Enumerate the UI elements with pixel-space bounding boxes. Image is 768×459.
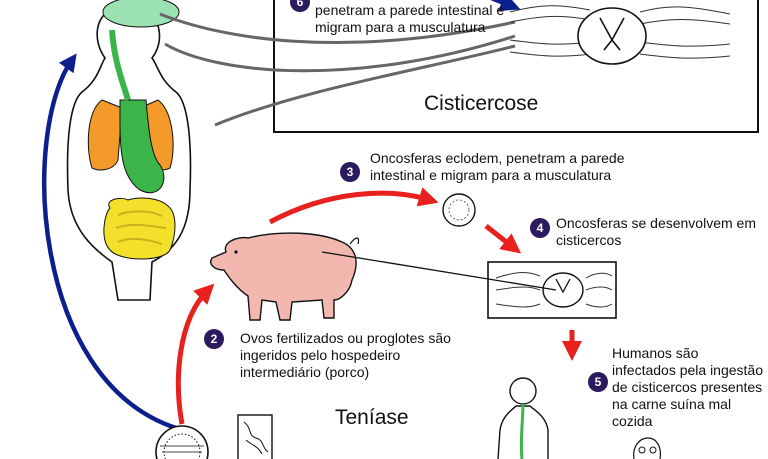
human-body-icon <box>66 0 192 301</box>
cysticercosis-heading: Cisticercose <box>424 92 539 115</box>
taeniasis-heading: Teníase <box>335 406 409 429</box>
proglottid-icon <box>237 414 273 459</box>
step-badge-4: 4 <box>530 218 550 238</box>
pig-icon <box>210 232 360 321</box>
organ-connector-lines <box>159 12 516 127</box>
pig-connector-line <box>321 251 557 291</box>
step-badge-2: 2 <box>204 329 224 349</box>
step-4-text: Oncosferas se desenvolvem em cisticercos <box>556 215 756 248</box>
step-badge-5: 5 <box>588 372 608 392</box>
scolex-icon <box>633 437 661 459</box>
egg-icon <box>155 425 209 459</box>
step-5-text: Humanos são infectados pela ingestão de … <box>612 345 763 429</box>
oncosphere-icon <box>442 193 476 227</box>
human-small-icon <box>497 377 549 459</box>
step-6-text: penetram a parede intestinal e migram pa… <box>315 2 505 35</box>
esophagus-icon <box>109 29 131 101</box>
step-badge-6: 6 <box>290 0 310 12</box>
red-arrow-4 <box>484 224 522 254</box>
muscle-cysticercus-icon <box>495 272 613 308</box>
cysticercus-icon <box>509 5 731 65</box>
blue-arrow-main <box>41 53 177 431</box>
step-badge-3: 3 <box>340 162 360 182</box>
step-3-text: Oncosferas eclodem, penetram a parede in… <box>370 150 625 183</box>
stomach-icon <box>119 99 165 193</box>
step-2-text: Ovos fertilizados ou proglotes são inger… <box>240 330 451 380</box>
red-arrow-2 <box>175 283 215 425</box>
red-arrow-3 <box>268 187 439 225</box>
blue-arrow-top <box>491 0 521 12</box>
brain-icon <box>102 0 180 28</box>
cysticercosis-box <box>273 0 759 133</box>
